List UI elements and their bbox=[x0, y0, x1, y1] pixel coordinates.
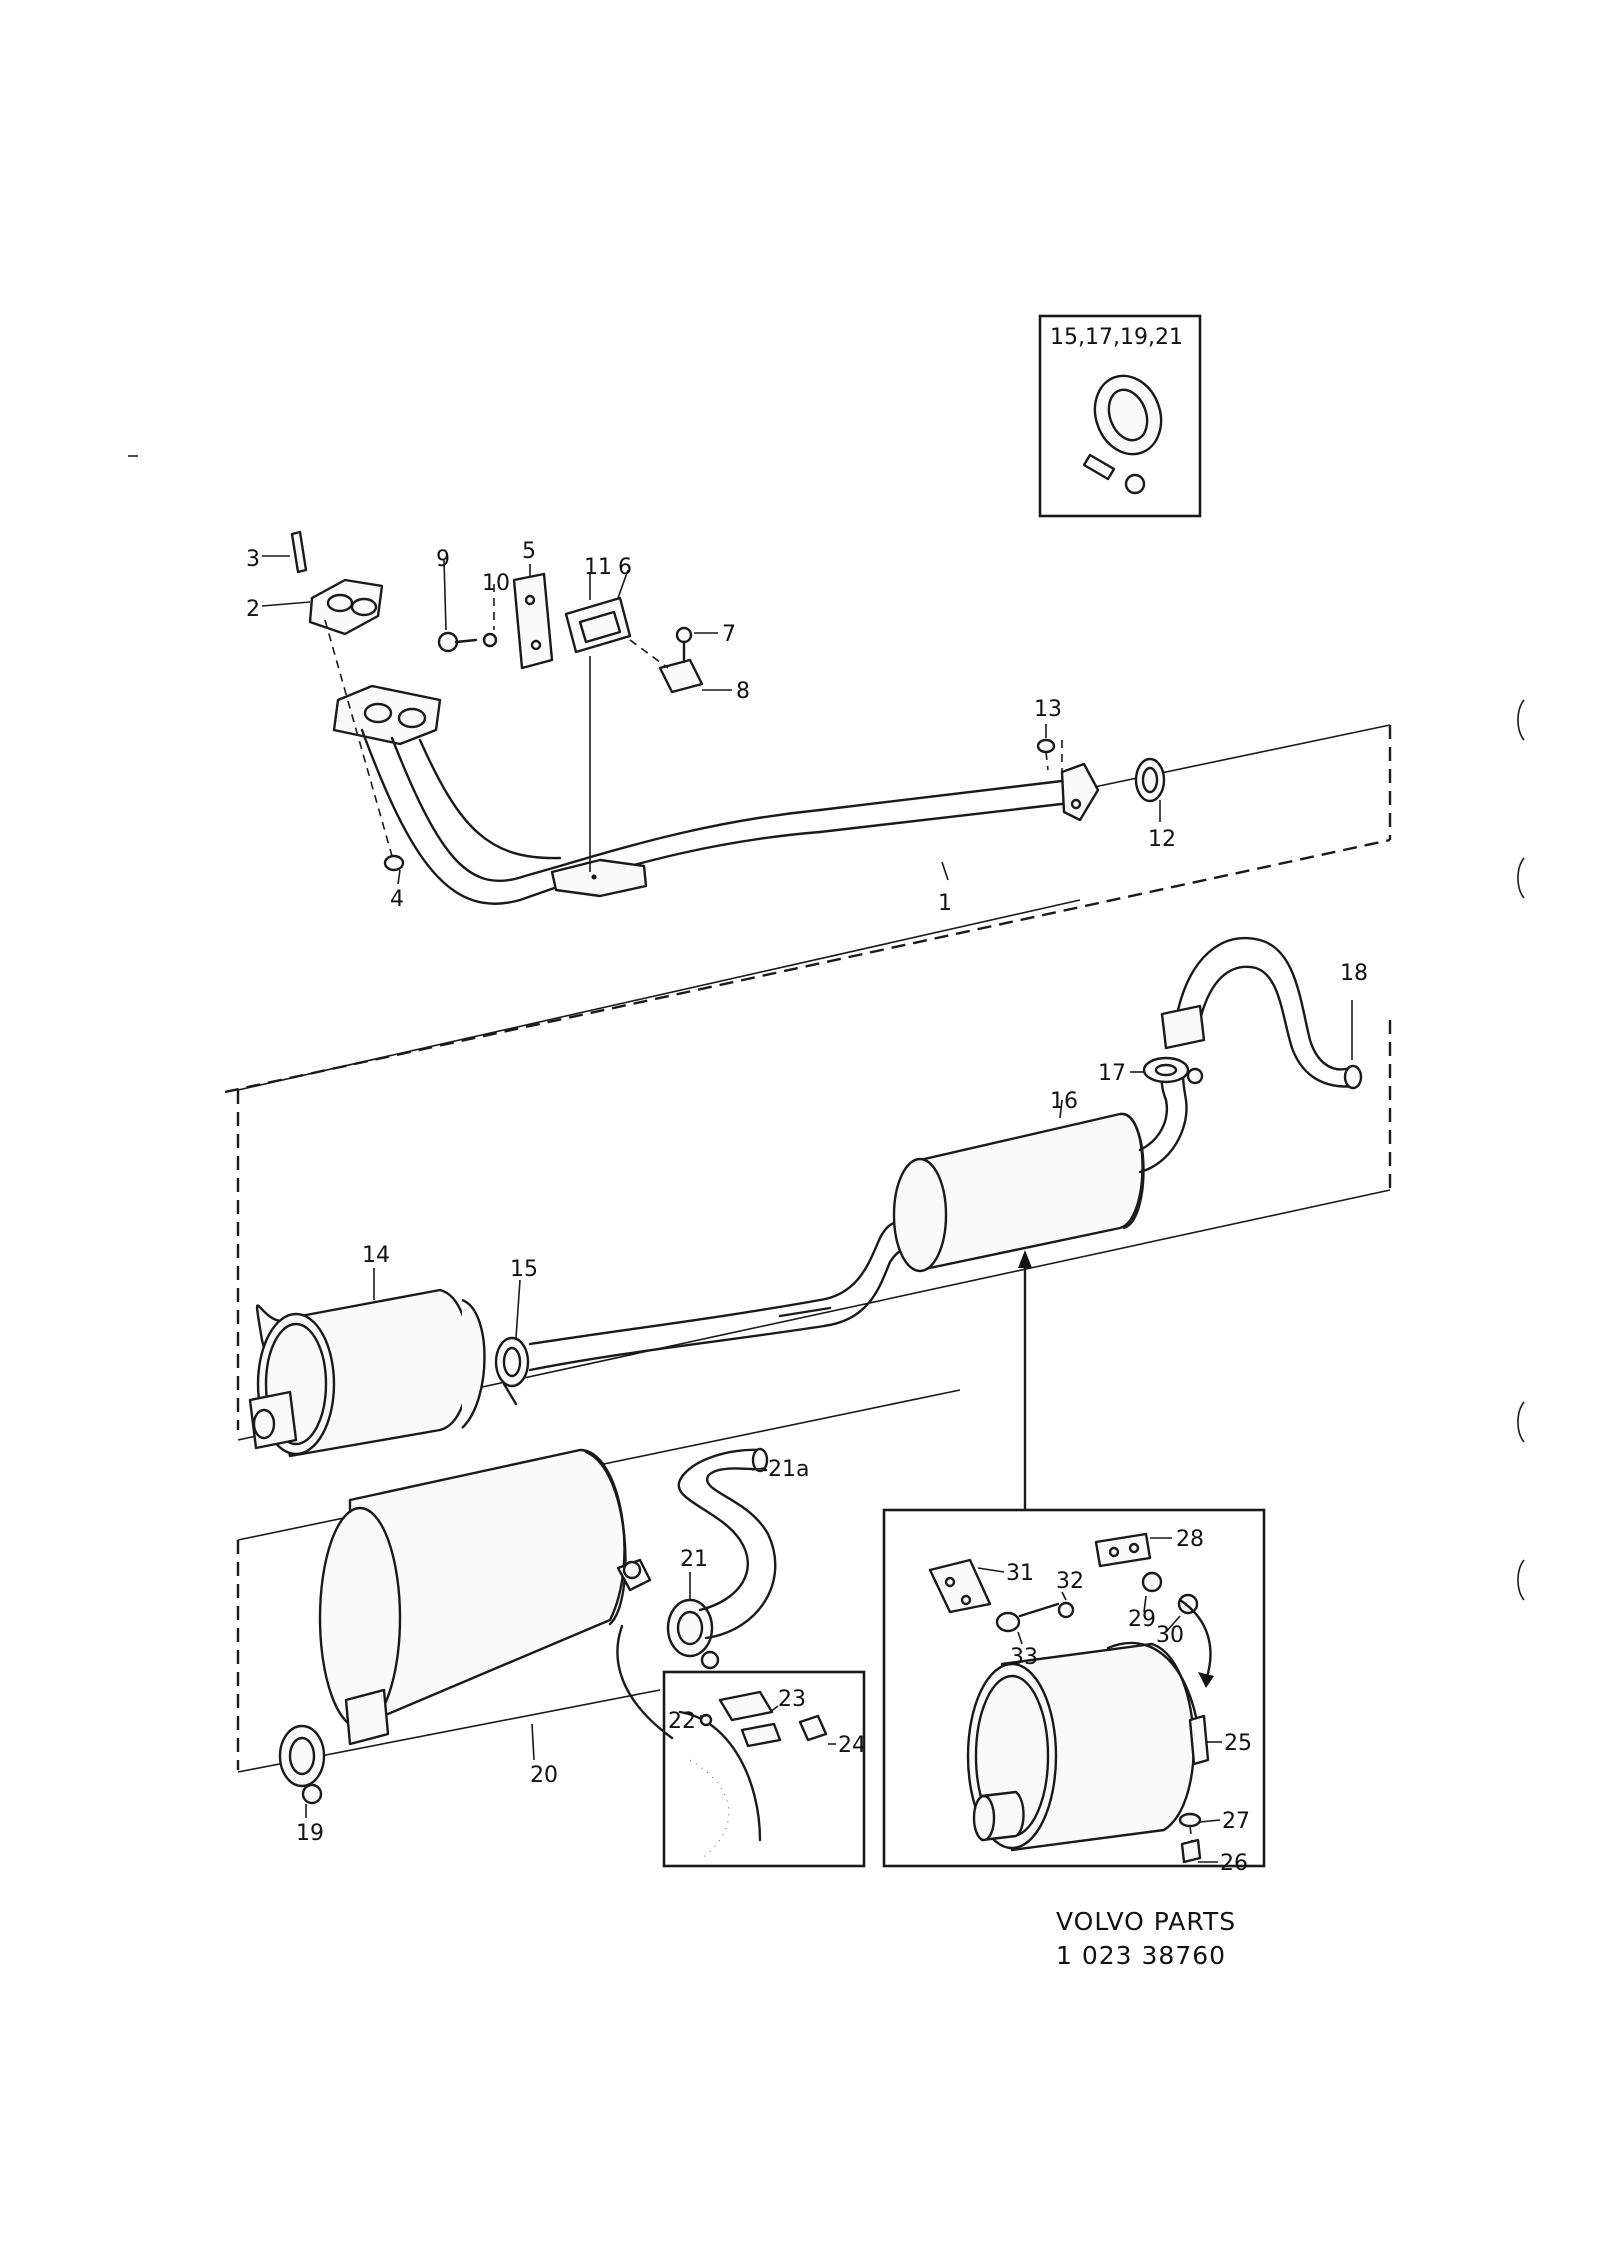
clamp-21 bbox=[666, 1598, 720, 1670]
callout-26: 26 bbox=[1220, 1851, 1248, 1876]
gasket-ring bbox=[1134, 757, 1166, 803]
callout-9: 9 bbox=[436, 547, 450, 572]
clamp-17 bbox=[1142, 1056, 1204, 1085]
callout-17: 17 bbox=[1098, 1061, 1126, 1086]
callout-24: 24 bbox=[838, 1733, 866, 1758]
inset-clamp-label: 15,17,19,21 bbox=[1050, 325, 1183, 350]
bracket-5 bbox=[512, 572, 554, 670]
rubber-hanger bbox=[564, 596, 632, 654]
footer-line-2: 1 023 38760 bbox=[1056, 1941, 1226, 1970]
stud bbox=[290, 530, 308, 574]
callout-14: 14 bbox=[362, 1243, 390, 1268]
callout-19: 19 bbox=[296, 1821, 324, 1846]
callout-5: 5 bbox=[522, 539, 536, 564]
callout-20: 20 bbox=[530, 1763, 558, 1788]
clamp-15 bbox=[494, 1336, 530, 1406]
middle-muffler bbox=[892, 1059, 1188, 1273]
intermediate-pipe bbox=[528, 1216, 930, 1372]
callout-11: 11 bbox=[584, 555, 612, 580]
callout-7: 7 bbox=[722, 622, 736, 647]
callout-10: 10 bbox=[482, 571, 510, 596]
callout-13: 13 bbox=[1034, 697, 1062, 722]
footer-line-1: VOLVO PARTS bbox=[1056, 1907, 1236, 1936]
leader-lines bbox=[261, 555, 1353, 1863]
callout-23: 23 bbox=[778, 1687, 806, 1712]
front-pipe bbox=[360, 728, 1100, 905]
hanger-inset-box bbox=[662, 1670, 866, 1868]
pipe-flange bbox=[332, 684, 442, 746]
rear-muffler bbox=[318, 1448, 652, 1746]
callout-18: 18 bbox=[1340, 961, 1368, 986]
manifold-gasket bbox=[308, 578, 384, 636]
front-pipe-section bbox=[224, 530, 1392, 1094]
callout-2: 2 bbox=[246, 597, 260, 622]
callout-21: 21 bbox=[680, 1547, 708, 1572]
callout-4: 4 bbox=[390, 887, 404, 912]
clamp-19 bbox=[278, 1724, 326, 1805]
margin-marks bbox=[128, 455, 1525, 1601]
callout-15: 15 bbox=[510, 1257, 538, 1282]
bolt-9 bbox=[437, 631, 498, 653]
callout-22: 22 bbox=[668, 1709, 696, 1734]
callout-29: 29 bbox=[1128, 1607, 1156, 1632]
callout-30: 30 bbox=[1156, 1623, 1184, 1648]
mounting-inset-box bbox=[882, 1508, 1266, 1868]
callout-labels: 3 2 4 5 6 11 7 8 9 10 12 13 1 14 15 16 1… bbox=[246, 539, 1368, 1876]
callout-25: 25 bbox=[1224, 1731, 1252, 1756]
callout-21a: 21a bbox=[768, 1457, 809, 1482]
clip-8 bbox=[658, 658, 704, 694]
callout-1: 1 bbox=[938, 891, 952, 916]
nut bbox=[1036, 738, 1056, 754]
callout-12: 12 bbox=[1148, 827, 1176, 852]
callout-33: 33 bbox=[1010, 1645, 1038, 1670]
tailpipe-18 bbox=[1160, 937, 1363, 1090]
middle-section bbox=[236, 899, 1392, 1512]
callout-32: 32 bbox=[1056, 1569, 1084, 1594]
callout-6: 6 bbox=[618, 555, 632, 580]
clamp-ring-icon bbox=[1082, 374, 1163, 495]
callout-8: 8 bbox=[736, 679, 750, 704]
nut-4 bbox=[383, 854, 405, 872]
tailpipe-21a bbox=[677, 1447, 777, 1640]
callout-27: 27 bbox=[1222, 1809, 1250, 1834]
front-muffler bbox=[248, 1288, 486, 1458]
rear-section bbox=[236, 1389, 1266, 1868]
callout-3: 3 bbox=[246, 547, 260, 572]
callout-31: 31 bbox=[1006, 1561, 1034, 1586]
footer-reference: VOLVO PARTS 1 023 38760 bbox=[1056, 1907, 1236, 1970]
bolt-7 bbox=[675, 626, 693, 664]
callout-16: 16 bbox=[1050, 1089, 1078, 1114]
inset-clamp-box: 15,17,19,21 bbox=[1038, 314, 1202, 518]
callout-28: 28 bbox=[1176, 1527, 1204, 1552]
